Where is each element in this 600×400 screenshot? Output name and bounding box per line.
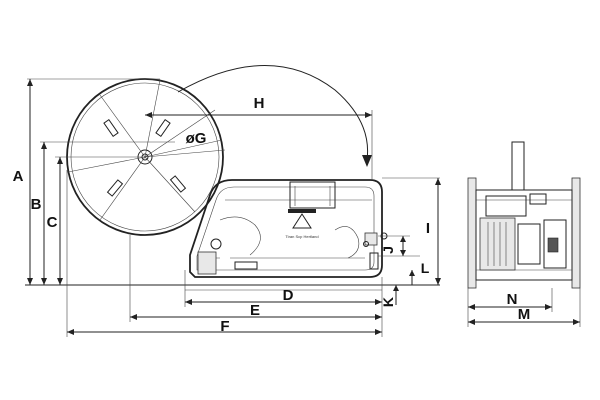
dim-label-a: A (13, 168, 24, 185)
reel-spokes (67, 79, 226, 221)
reel-spoke-brackets (103, 119, 187, 197)
logo-caption: Tiran Scp Hertland (285, 234, 318, 239)
dim-line-g (144, 139, 223, 158)
slot (234, 261, 258, 270)
dimension-jlk (378, 235, 420, 305)
dimension-h (145, 110, 373, 180)
side-left-plate (467, 177, 477, 289)
dimension-lines-left (27, 78, 175, 285)
dim-label-l: L (421, 260, 430, 276)
right-fitting (364, 232, 378, 246)
dim-label-g: øG (186, 130, 207, 147)
top-panel (289, 181, 336, 209)
maker-logo: Tiran Scp Hertland (285, 209, 319, 239)
bolt-icon (210, 238, 222, 250)
side-body (475, 189, 573, 281)
side-view-post (511, 141, 525, 191)
dim-label-m: M (518, 306, 531, 323)
dim-label-n: N (507, 291, 518, 308)
dim-label-k: K (380, 297, 396, 307)
arrow-head-icon (362, 155, 372, 167)
rotation-arrow (177, 65, 372, 167)
motor-block (197, 251, 217, 275)
side-motor (479, 217, 516, 271)
dim-label-e: E (250, 302, 260, 319)
dim-label-d: D (283, 287, 294, 304)
dimension-i (382, 177, 441, 285)
dim-label-h: H (254, 95, 265, 112)
dim-label-i: I (426, 220, 430, 237)
dim-label-b: B (31, 196, 42, 213)
dim-label-c: C (47, 214, 58, 231)
side-view (467, 141, 581, 289)
winch-frame (189, 179, 388, 278)
side-right-plate (571, 177, 581, 289)
dimension-nm (467, 288, 581, 327)
dim-label-f: F (220, 318, 229, 335)
triangle-logo-icon (292, 213, 312, 229)
dimension-def (66, 170, 383, 337)
dim-label-j: J (380, 246, 396, 254)
